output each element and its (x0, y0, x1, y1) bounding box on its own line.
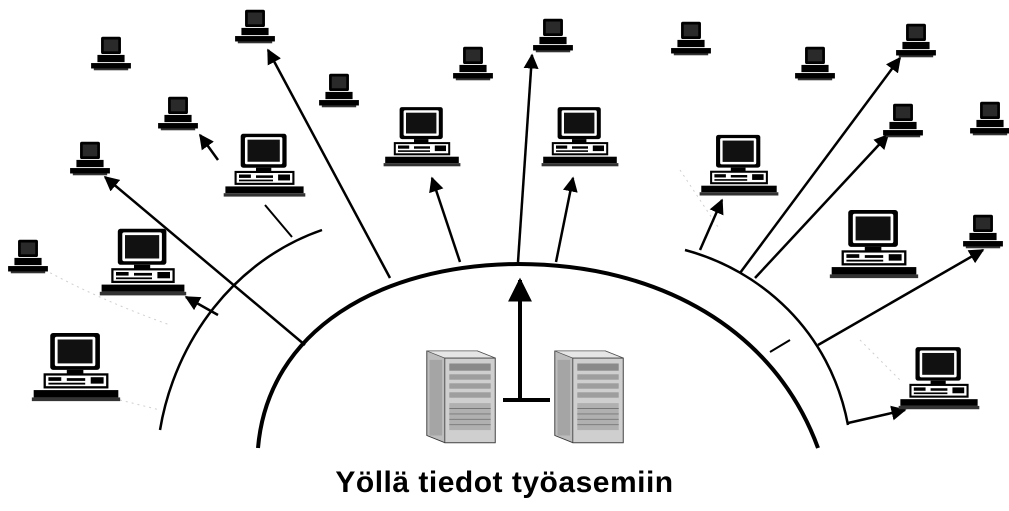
arrow-to-right-pc-2 (754, 133, 890, 279)
server-icon-left (426, 350, 496, 444)
desktop-computer-icon (8, 239, 48, 274)
desktop-computer-icon (970, 101, 1009, 136)
desktop-computer-icon (963, 214, 1003, 249)
arrow-to-top-center-pc (516, 53, 539, 263)
desktop-computer-icon (795, 46, 835, 81)
diagram-caption: Yöllä tiedot työasemiin (335, 466, 674, 499)
crt-computer-icon (540, 105, 620, 168)
desktop-computer-icon (70, 141, 110, 176)
desktop-computer-icon (533, 18, 573, 53)
desktop-computer-icon (91, 36, 131, 71)
link-left-workstation (264, 204, 293, 238)
crt-computer-icon (98, 227, 188, 297)
dome-arrows (266, 48, 578, 279)
arrow-to-center-left-pc (429, 176, 462, 263)
crt-computer-icon (382, 105, 462, 168)
arrow-to-bottom-right-pc (847, 405, 907, 425)
desktop-computer-icon (896, 23, 936, 58)
arrow-to-left-pc (103, 176, 306, 346)
large-workstations (30, 105, 981, 411)
desktop-computer-icon (453, 46, 493, 81)
arrow-to-right-pc-3 (698, 198, 724, 251)
right-arrows (698, 56, 985, 425)
outer-arc-left (158, 228, 323, 431)
outer-arc-right (684, 248, 850, 426)
desktop-computer-icon (883, 103, 923, 138)
arrow-to-upper-left-pc (198, 133, 220, 161)
left-arrows (103, 133, 306, 346)
arrow-to-top-right-pc (738, 56, 902, 274)
crt-computer-icon (897, 345, 981, 411)
arrow-to-center-right-pc (554, 176, 578, 263)
central-network-arc (256, 261, 820, 449)
desktop-computer-icon (671, 21, 711, 56)
arrow-to-left-mid-pc (184, 295, 219, 317)
crt-computer-icon (222, 132, 307, 198)
arrow-to-top-left-pc (266, 48, 392, 279)
crt-computer-icon (698, 133, 780, 197)
desktop-computer-icon (158, 96, 198, 131)
arrow-to-right-pc-4 (817, 248, 985, 347)
crt-computer-icon (828, 208, 920, 280)
link-right-dome (769, 339, 791, 353)
server-icon-right (554, 350, 624, 444)
crt-computer-icon (30, 331, 122, 403)
desktop-computer-icon (319, 73, 359, 108)
desktop-computer-icon (235, 9, 275, 44)
